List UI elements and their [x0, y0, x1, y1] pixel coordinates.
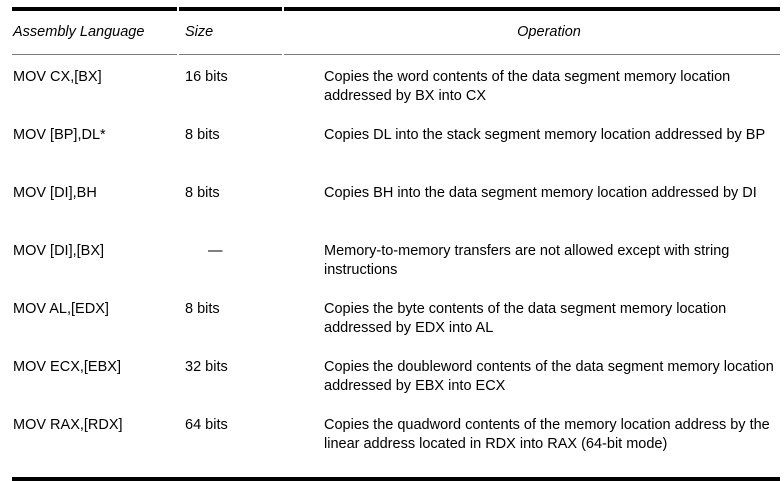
cell-size: 16 bits: [185, 69, 228, 85]
table-row: MOV [BP],DL* 8 bits Copies DL into the s…: [12, 115, 780, 173]
cell-assembly-language: MOV RAX,[RDX]: [13, 417, 123, 433]
cell-size: 8 bits: [185, 127, 220, 143]
assembly-move-instructions-table: Assembly Language Size Operation MOV CX,…: [12, 7, 780, 481]
column-header-operation: Operation: [517, 24, 581, 40]
cell-assembly-language: MOV [DI],[BX]: [13, 243, 105, 259]
cell-operation: Copies the byte contents of the data seg…: [324, 301, 727, 336]
rule-gap: [282, 54, 284, 55]
table-header-rule: [12, 54, 780, 55]
cell-size: 32 bits: [185, 359, 228, 375]
cell-operation: Copies DL into the stack segment memory …: [324, 127, 766, 143]
rule-gap: [177, 7, 179, 11]
table-header: Assembly Language Size Operation: [12, 11, 780, 54]
table: Assembly Language Size Operation: [12, 11, 780, 54]
rule-gap: [282, 7, 284, 11]
cell-assembly-language: MOV CX,[BX]: [13, 69, 102, 85]
table-row: MOV [DI],BH 8 bits Copies BH into the da…: [12, 173, 780, 231]
table-header-row: Assembly Language Size Operation: [12, 11, 780, 54]
column-header-assembly-language: Assembly Language: [13, 24, 145, 40]
cell-size: —: [208, 243, 223, 259]
table-body: MOV CX,[BX] 16 bits Copies the word cont…: [12, 55, 780, 477]
cell-assembly-language: MOV ECX,[EBX]: [13, 359, 121, 375]
table-row: MOV [DI],[BX] — Memory-to-memory transfe…: [12, 231, 780, 289]
cell-operation: Memory-to-memory transfers are not allow…: [324, 243, 730, 278]
column-header-size: Size: [185, 24, 214, 40]
table-row: MOV RAX,[RDX] 64 bits Copies the quadwor…: [12, 405, 780, 477]
table-row: MOV ECX,[EBX] 32 bits Copies the doublew…: [12, 347, 780, 405]
table-bottom-rule: [12, 477, 780, 481]
table-row: MOV CX,[BX] 16 bits Copies the word cont…: [12, 55, 780, 115]
table-body-wrapper: MOV CX,[BX] 16 bits Copies the word cont…: [12, 55, 780, 477]
table-top-rule: [12, 7, 780, 11]
rule-gap: [177, 54, 179, 55]
cell-size: 8 bits: [185, 185, 220, 201]
cell-size: 8 bits: [185, 301, 220, 317]
cell-operation: Copies the word contents of the data seg…: [324, 69, 731, 104]
cell-assembly-language: MOV [BP],DL*: [13, 127, 106, 143]
table-row: MOV AL,[EDX] 8 bits Copies the byte cont…: [12, 289, 780, 347]
cell-size: 64 bits: [185, 417, 228, 433]
cell-assembly-language: MOV [DI],BH: [13, 185, 97, 201]
cell-operation: Copies the doubleword contents of the da…: [324, 359, 774, 394]
cell-operation: Copies the quadword contents of the memo…: [324, 417, 770, 452]
cell-operation: Copies BH into the data segment memory l…: [324, 185, 757, 201]
cell-assembly-language: MOV AL,[EDX]: [13, 301, 109, 317]
